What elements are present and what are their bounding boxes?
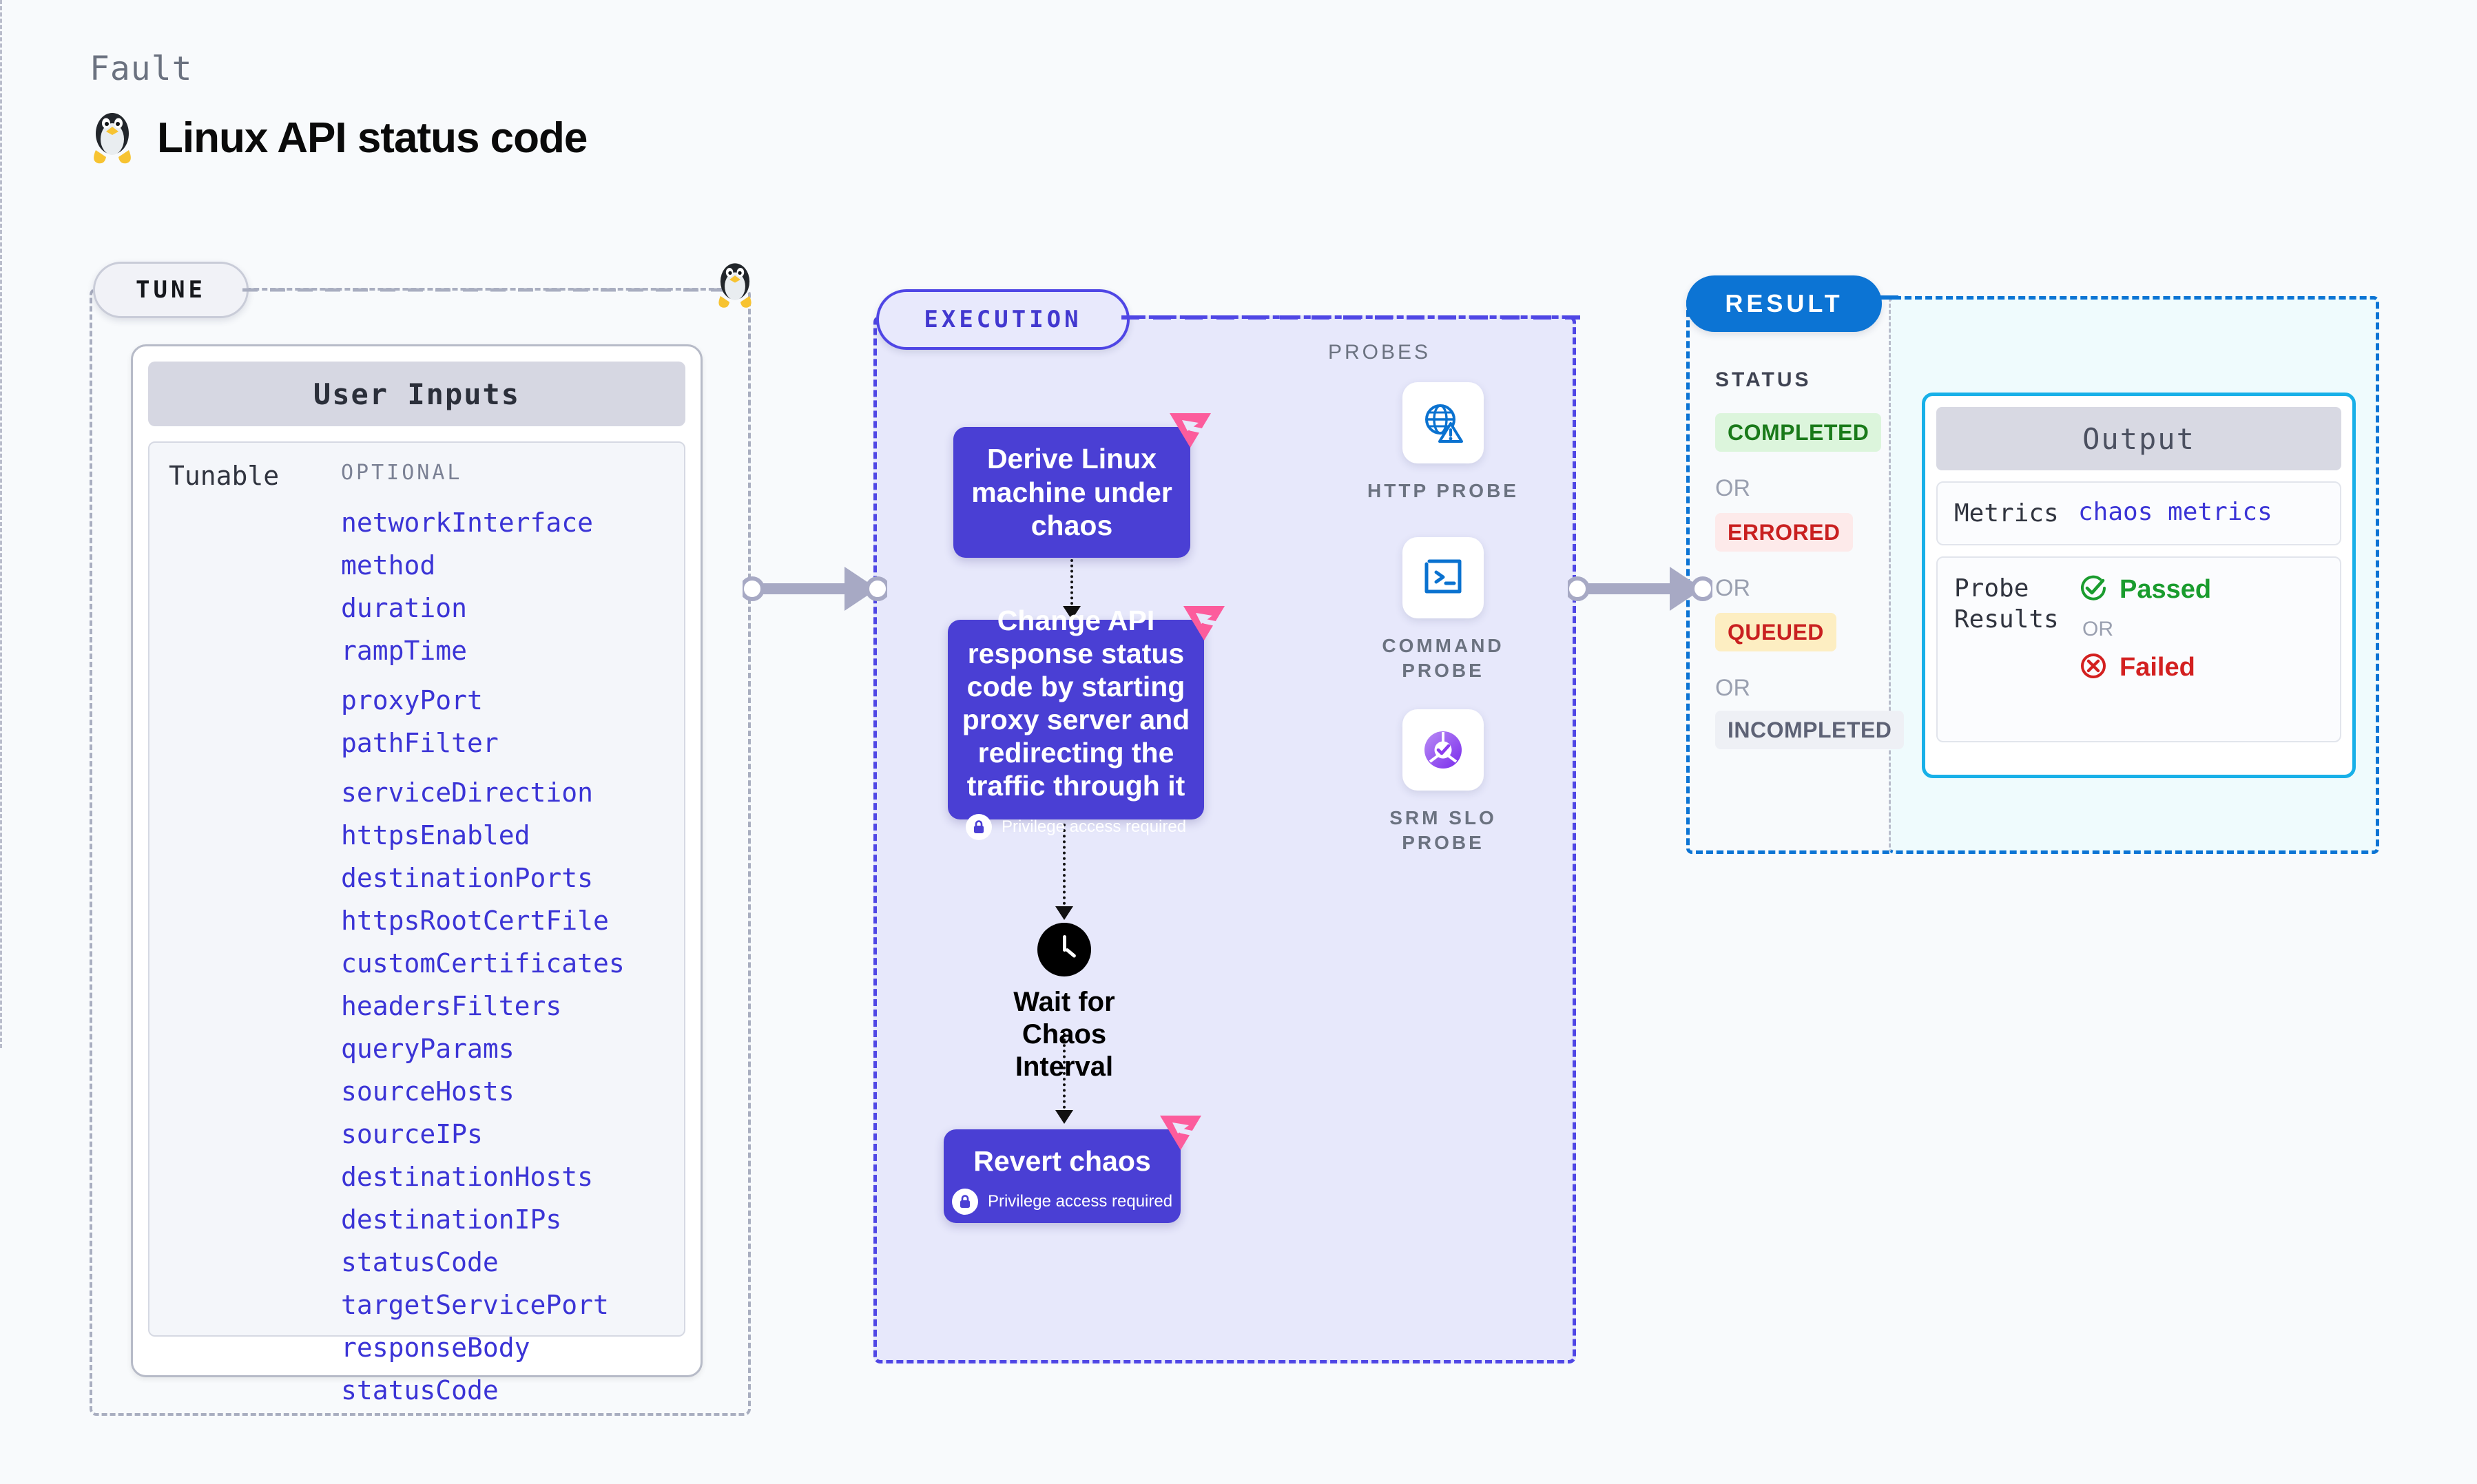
probe-result-passed: Passed (2078, 573, 2323, 607)
metrics-value[interactable]: chaos metrics (2078, 498, 2272, 526)
check-circle-icon (2078, 573, 2108, 607)
execution-node-change-status-code[interactable]: Change API response status code by start… (948, 605, 1204, 840)
param-item[interactable]: destinationHosts (341, 1162, 594, 1192)
or-separator: OR (1715, 575, 1750, 601)
param-item[interactable]: queryParams (341, 1034, 515, 1064)
node-title: Derive Linux machine under chaos (971, 443, 1172, 542)
tune-to-execution-connector (743, 567, 887, 611)
tune-dashed-connector (242, 288, 738, 292)
execution-node-revert-chaos[interactable]: Revert chaos Privilege access required (944, 1129, 1181, 1223)
lock-icon (965, 813, 992, 840)
status-badge-errored: ERRORED (1715, 513, 1853, 552)
param-item[interactable]: responseBody (341, 1333, 530, 1363)
flow-arrow-icon (1063, 606, 1081, 620)
param-item[interactable]: statusCode (341, 1375, 499, 1405)
output-metrics-row: Metrics chaos metrics (1936, 481, 2341, 545)
param-item[interactable]: duration (341, 593, 468, 623)
metrics-key: Metrics (1954, 499, 2059, 527)
probe-srm-slo[interactable]: SRM SLO PROBE (1360, 709, 1526, 856)
param-item[interactable]: method (341, 550, 436, 581)
param-item[interactable]: statusCode (341, 1247, 499, 1277)
privilege-text: Privilege access required (987, 1191, 1173, 1211)
status-badge-incompleted: INCOMPLETED (1715, 711, 1905, 749)
user-inputs-header: User Inputs (148, 362, 685, 426)
param-item[interactable]: destinationPorts (341, 863, 594, 893)
tune-badge: TUNE (93, 262, 249, 318)
status-badge-queued: QUEUED (1715, 613, 1836, 651)
output-probe-results-row: Probe Results Passed OR (1936, 556, 2341, 742)
page-title: Linux API status code (157, 114, 588, 162)
output-header: Output (1936, 407, 2341, 470)
probe-label: COMMAND PROBE (1382, 635, 1504, 682)
probe-http[interactable]: HTTP PROBE (1360, 382, 1526, 503)
wait-label: Wait for Chaos Interval (1013, 987, 1115, 1083)
privilege-text: Privilege access required (1001, 817, 1187, 836)
probe-label: HTTP PROBE (1367, 480, 1519, 501)
privilege-note: Privilege access required (965, 813, 1187, 840)
node-title: Revert chaos (973, 1145, 1151, 1177)
param-item[interactable]: sourceHosts (341, 1076, 515, 1107)
tunable-label: Tunable (169, 461, 280, 491)
or-separator: OR (1715, 475, 1750, 501)
page-title-row: Linux API status code (90, 110, 588, 165)
status-title: STATUS (1715, 368, 1812, 391)
slo-donut-check-icon (1402, 709, 1484, 791)
linux-tux-icon (90, 110, 135, 165)
passed-label: Passed (2120, 575, 2212, 604)
result-badge: RESULT (1686, 275, 1882, 332)
output-card: Output Metrics chaos metrics Probe Resul… (1922, 393, 2356, 778)
probe-label: SRM SLO PROBE (1389, 807, 1497, 854)
privilege-note: Privilege access required (951, 1188, 1173, 1215)
node-title: Change API response status code by start… (962, 605, 1190, 802)
execution-dashed-connector (1121, 315, 1580, 320)
param-item[interactable]: proxyPort (341, 685, 483, 715)
status-badge-completed: COMPLETED (1715, 413, 1882, 452)
param-item[interactable]: targetServicePort (341, 1290, 609, 1320)
param-item[interactable]: rampTime (341, 636, 468, 666)
probes-title: PROBES (1328, 341, 1431, 364)
execution-node-derive[interactable]: Derive Linux machine under chaos (953, 427, 1190, 558)
linux-tux-icon-connector (715, 260, 755, 310)
optional-label: OPTIONAL (341, 461, 463, 485)
param-item[interactable]: pathFilter (341, 728, 499, 758)
execution-to-result-connector (1568, 567, 1712, 611)
flow-connector (1063, 824, 1066, 910)
wait-for-chaos-interval: Wait for Chaos Interval (985, 923, 1143, 1084)
param-item[interactable]: customCertificates (341, 948, 625, 979)
execution-badge: EXECUTION (876, 289, 1130, 350)
param-item[interactable]: destinationIPs (341, 1204, 562, 1235)
tunable-params-list: OPTIONAL networkInterface method duratio… (341, 461, 672, 1403)
probe-command[interactable]: COMMAND PROBE (1360, 537, 1526, 684)
param-item[interactable]: httpsRootCertFile (341, 906, 609, 936)
param-item[interactable]: sourceIPs (341, 1119, 483, 1149)
or-separator: OR (1715, 675, 1750, 701)
param-item[interactable]: httpsEnabled (341, 820, 530, 850)
flow-arrow-icon (1055, 1110, 1073, 1124)
x-circle-icon (2078, 651, 2108, 684)
param-item[interactable]: serviceDirection (341, 777, 594, 808)
fault-label: Fault (90, 50, 193, 88)
flow-connector (1070, 559, 1073, 610)
probe-results-key: Probe Results (1954, 574, 2059, 634)
terminal-icon (1402, 537, 1484, 618)
result-dashed-connector (1880, 295, 1908, 300)
globe-warning-icon (1402, 382, 1484, 463)
probe-result-failed: Failed (2078, 651, 2323, 684)
flow-arrow-icon (1055, 906, 1073, 920)
or-separator: OR (2082, 618, 2113, 640)
flow-connector (1063, 1033, 1066, 1114)
param-item[interactable]: headersFilters (341, 991, 562, 1021)
tunable-section: Tunable OPTIONAL networkInterface method… (148, 441, 685, 1403)
user-inputs-card: User Inputs Tunable OPTIONAL networkInte… (131, 344, 703, 1403)
clock-icon (1037, 923, 1091, 976)
param-item[interactable]: networkInterface (341, 508, 594, 538)
failed-label: Failed (2120, 653, 2195, 682)
lock-icon (951, 1188, 978, 1215)
